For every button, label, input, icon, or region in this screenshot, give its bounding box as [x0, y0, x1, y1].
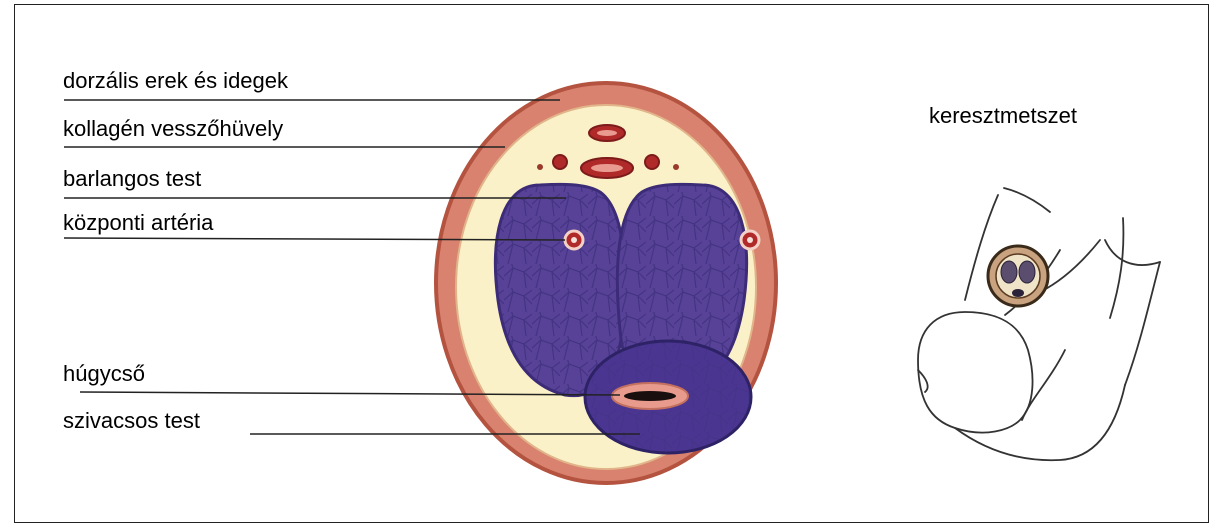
- label-dorsal-vessels-nerves: dorzális erek és idegek: [63, 70, 288, 92]
- label-urethra: húgycső: [63, 363, 145, 385]
- label-cavernous-body: barlangos test: [63, 168, 201, 190]
- mini-cross-section: [988, 246, 1048, 306]
- label-collagen-sheath: kollagén vesszőhüvely: [63, 118, 283, 140]
- dorsal-vein-lumen: [591, 164, 623, 172]
- dorsal-nerve-right: [673, 164, 679, 170]
- side-sketch: [918, 188, 1160, 460]
- dorsal-vein-top-lumen: [597, 130, 617, 136]
- label-cross-section: keresztmetszet: [929, 105, 1077, 127]
- label-central-artery: központi artéria: [63, 212, 213, 234]
- dorsal-artery-left: [553, 155, 567, 169]
- dorsal-nerve-left: [537, 164, 543, 170]
- dorsal-artery-right: [645, 155, 659, 169]
- urethra-lumen: [624, 391, 676, 401]
- label-spongy-body: szivacsos test: [63, 410, 200, 432]
